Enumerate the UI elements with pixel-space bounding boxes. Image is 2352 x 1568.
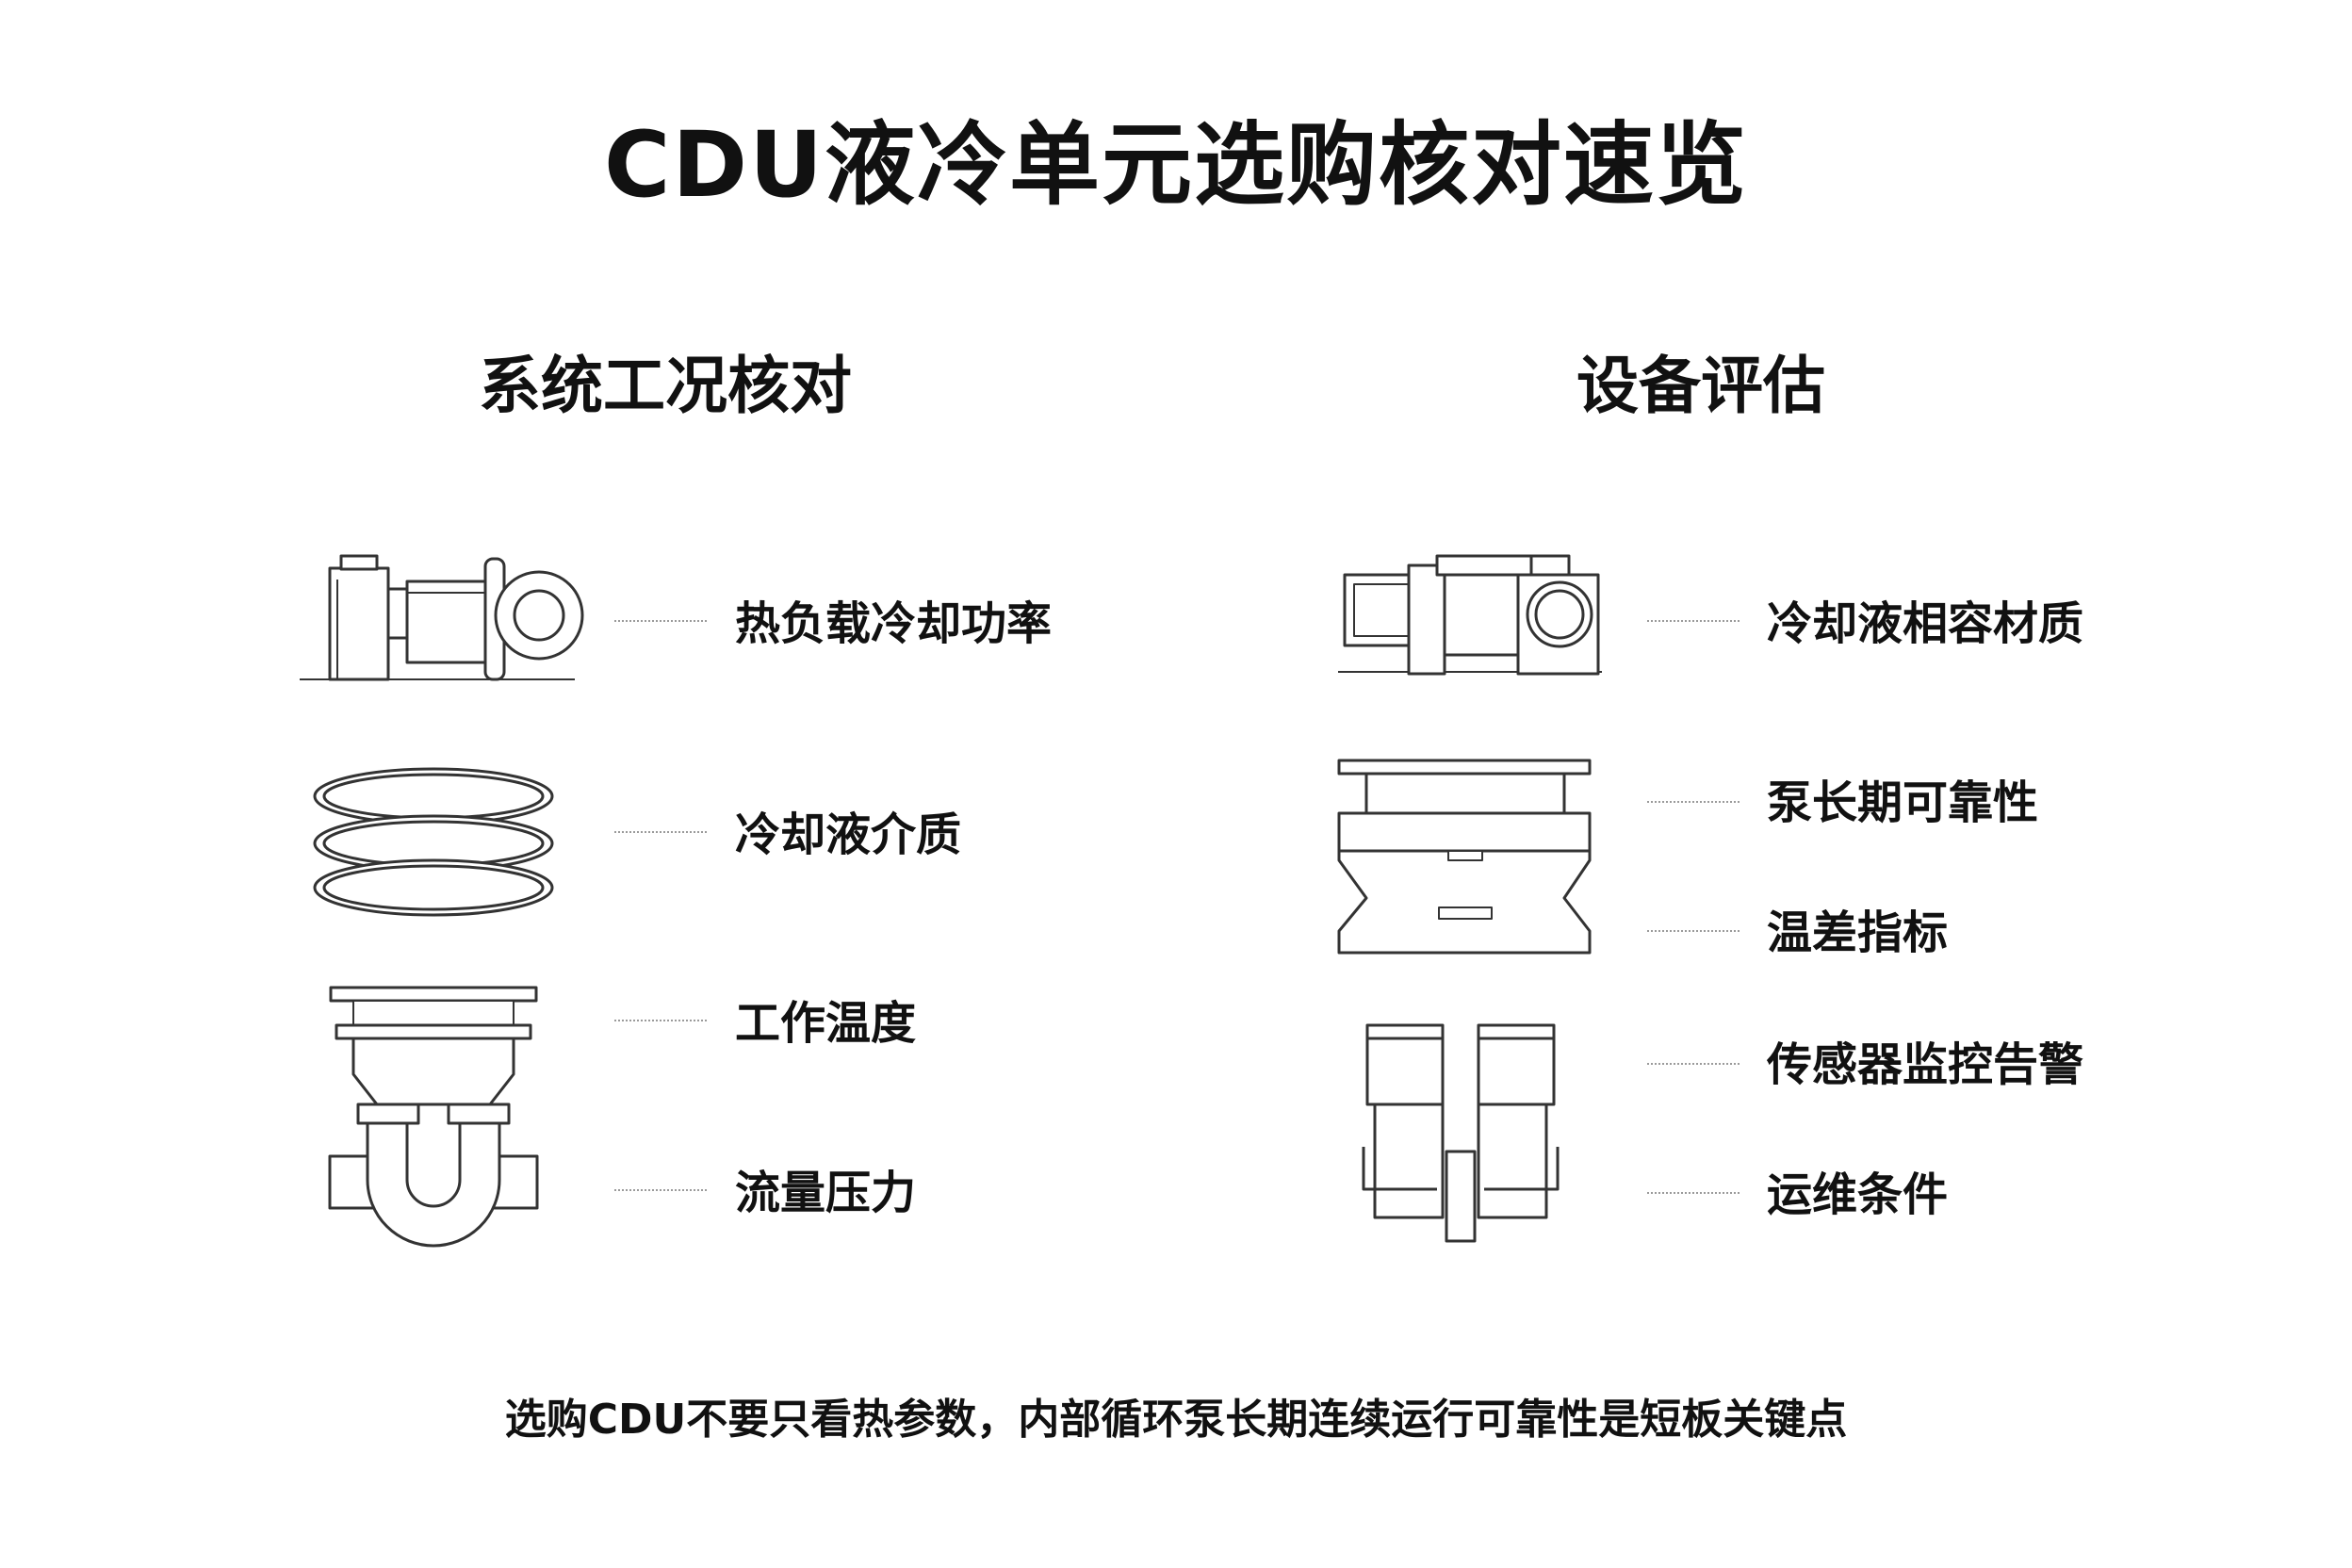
label-pump-long-term-reliability: 泵长期可靠性 [1767, 776, 2039, 829]
plate-heat-exchanger-icon [1337, 759, 1592, 955]
leader-line [614, 620, 707, 622]
label-heat-load-cooling-power: 热负载冷却功率 [735, 597, 1053, 650]
label-coolant-medium: 冷却液介质 [735, 808, 962, 861]
label-operating-temperature: 工作温度 [735, 997, 917, 1050]
section-title-system-conditions: 系统工况核对 [479, 350, 852, 422]
leader-line [614, 1020, 707, 1021]
label-flow-pressure: 流量压力 [735, 1167, 917, 1219]
label-maintenance-conditions: 运维条件 [1767, 1168, 1949, 1221]
label-sensor-monitoring-alarm: 传感器监控告警 [1767, 1038, 2084, 1091]
leader-line [1647, 620, 1740, 622]
leader-line [614, 831, 707, 833]
leader-line [614, 1189, 707, 1191]
leader-line [1647, 1192, 1740, 1194]
pump-motor-icon [300, 554, 584, 681]
footer-note: 选购CDU不要只看热参数，内部循环泵长期连续运行可靠性是短板关键点 [504, 1396, 1848, 1444]
leader-line [1647, 801, 1740, 803]
quick-connector-icon [1362, 1023, 1560, 1243]
page-title: CDU液冷单元选购核对速览 [603, 112, 1749, 218]
pump-assembly-icon [1338, 554, 1602, 676]
u-bend-pipe-icon [328, 986, 539, 1248]
label-coolant-material-compatibility: 冷却液相容材质 [1767, 597, 2084, 650]
leader-line [1647, 1063, 1740, 1065]
label-temperature-difference: 温差指标 [1767, 906, 1949, 959]
leader-line [1647, 930, 1740, 932]
o-ring-seals-icon [313, 767, 554, 917]
section-title-equipment-evaluation: 设备评估 [1576, 350, 1825, 422]
